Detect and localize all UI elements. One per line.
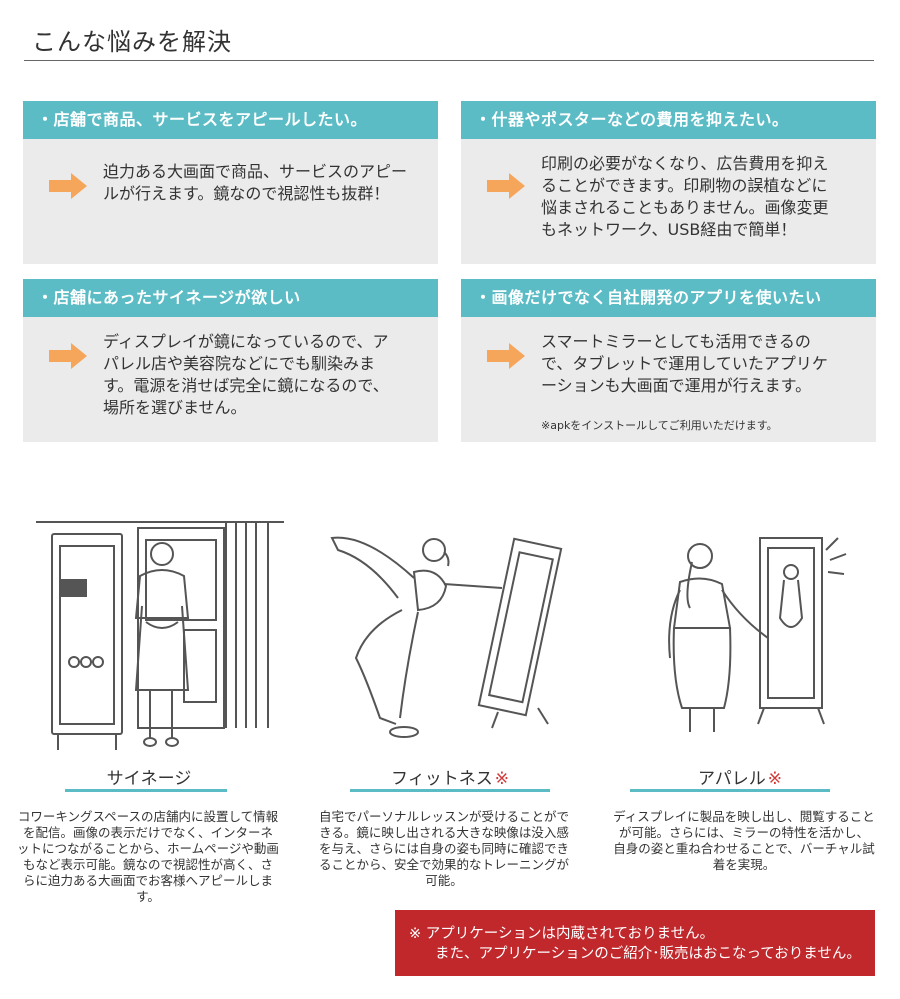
feature-title-apparel: アパレル※ bbox=[698, 769, 782, 789]
problem-card-2: ・什器やポスターなどの費用を抑えたい。 印刷の必要がなくなり、広告費用を抑えるこ… bbox=[461, 101, 876, 264]
feature-desc-fitness: 自宅でパーソナルレッスンが受けることができる。鏡に映し出される大きな映像は没入感… bbox=[318, 809, 569, 888]
title-divider bbox=[24, 60, 874, 61]
problem-card-note: ※apkをインストールしてご利用いただけます。 bbox=[541, 419, 778, 432]
feature-title-signage: サイネージ bbox=[106, 769, 192, 789]
problem-card-text: ディスプレイが鏡になっているので、アパレル店や美容院などにでも馴染みます。電源を… bbox=[103, 332, 389, 417]
notice-line-2: また、アプリケーションのご紹介･販売はおこなっておりません。 bbox=[435, 946, 861, 962]
feature-title-fitness: フィットネス※ bbox=[391, 769, 509, 789]
problem-card-3: ・店舗にあったサイネージが欲しい ディスプレイが鏡になっているので、アパレル店や… bbox=[23, 279, 438, 442]
signage-illustration bbox=[36, 521, 284, 750]
arrow-right-icon bbox=[49, 343, 87, 369]
notice-line-1: ※ アプリケーションは内蔵されておりません。 bbox=[409, 926, 715, 942]
feature-underline bbox=[630, 789, 830, 792]
problem-card-1: ・店舗で商品、サービスをアピールしたい。 迫力ある大画面で商品、サービスのアピー… bbox=[23, 101, 438, 264]
problem-card-text: 印刷の必要がなくなり、広告費用を抑えることができます。印刷物の誤植などに悩まされ… bbox=[541, 154, 829, 239]
feature-desc-signage: コワーキングスペースの店舗内に設置して情報を配信。画像の表示だけでなく、インター… bbox=[17, 809, 279, 904]
problem-card-4: ・画像だけでなく自社開発のアプリを使いたい スマートミラーとしても活用できるので… bbox=[461, 279, 876, 442]
apparel-illustration bbox=[668, 537, 847, 732]
page-title: こんな悩みを解決 bbox=[32, 28, 232, 56]
feature-underline bbox=[350, 789, 550, 792]
notice-banner: ※ アプリケーションは内蔵されておりません。 また、アプリケーションのご紹介･販… bbox=[395, 910, 875, 976]
problem-card-text: スマートミラーとしても活用できるので、タブレットで運用していたアプリケーションも… bbox=[541, 332, 828, 395]
problem-card-heading: ・店舗にあったサイネージが欲しい bbox=[23, 279, 438, 317]
feature-desc-apparel: ディスプレイに製品を映し出し、閲覧することが可能。さらには、ミラーの特性を活かし… bbox=[613, 809, 875, 872]
feature-underline bbox=[65, 789, 227, 792]
problem-card-heading: ・什器やポスターなどの費用を抑えたい。 bbox=[461, 101, 876, 139]
problem-card-text: 迫力ある大画面で商品、サービスのアピールが行えます。鏡なので視認性も抜群！ bbox=[103, 162, 408, 203]
arrow-right-icon bbox=[487, 173, 525, 199]
arrow-right-icon bbox=[487, 343, 525, 369]
arrow-right-icon bbox=[49, 173, 87, 199]
problem-card-heading: ・店舗で商品、サービスをアピールしたい。 bbox=[23, 101, 438, 139]
problem-card-heading: ・画像だけでなく自社開発のアプリを使いたい bbox=[461, 279, 876, 317]
fitness-illustration bbox=[330, 536, 563, 738]
